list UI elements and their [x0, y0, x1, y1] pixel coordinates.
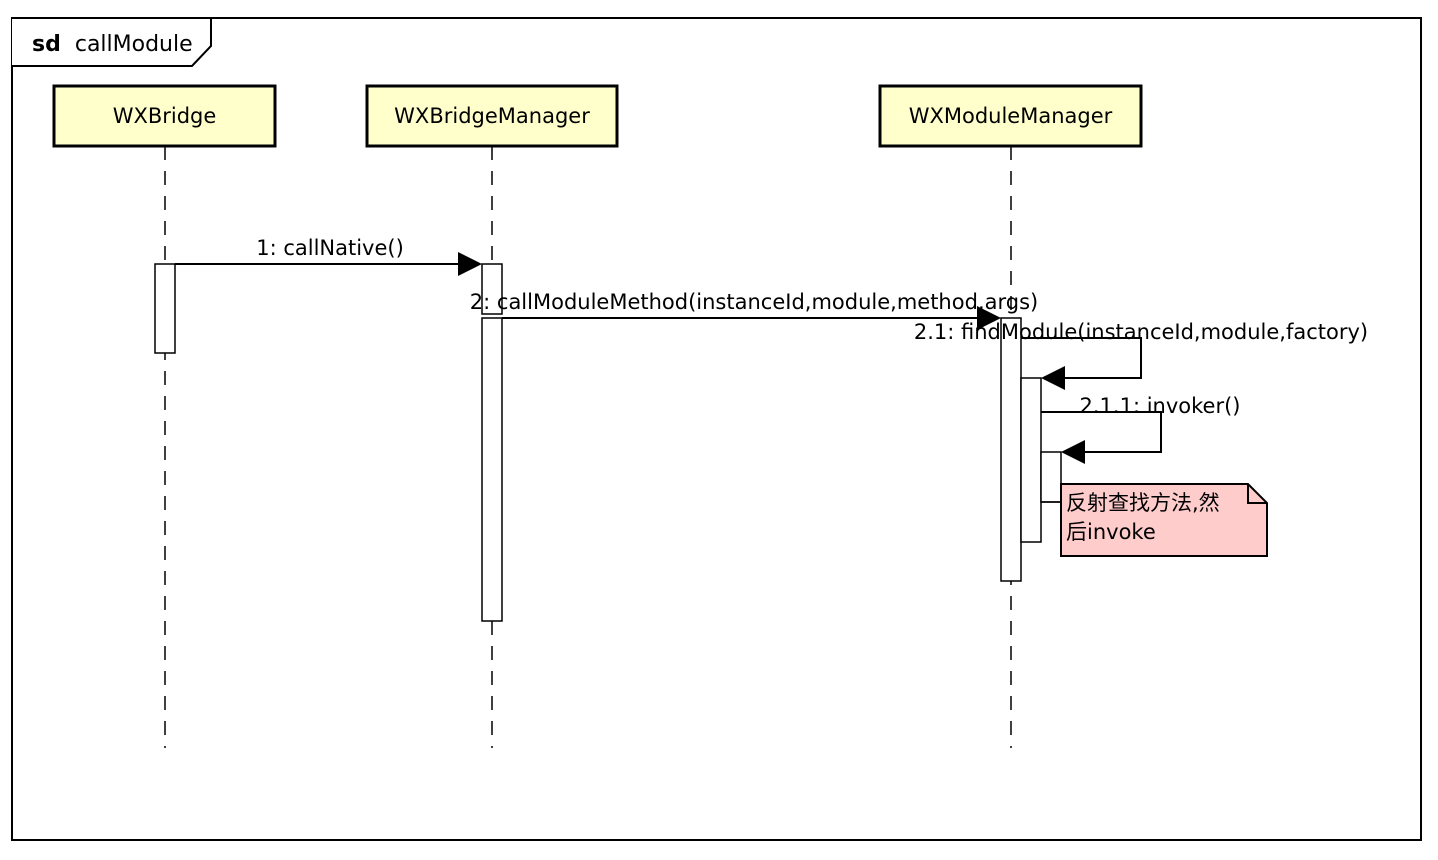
message-line-findmodule [1021, 337, 1142, 379]
lifeline-wxbridgemanager: WXBridgeManager [365, 84, 619, 748]
lifeline-head-wxmodulemanager[interactable] [878, 84, 1143, 148]
activation-wxmodulemanager-findmodule [1020, 377, 1042, 543]
note-box[interactable] [1060, 483, 1268, 557]
frame-name: callModule [75, 32, 193, 57]
note-line-1: 反射查找方法,然 [1066, 491, 1220, 515]
activation-wxmodulemanager-invoker [1040, 451, 1062, 503]
message-label-callnative: 1: callNative() [256, 236, 404, 260]
message-callnative: 1: callNative() [175, 236, 482, 276]
lifeline-wxmodulemanager: WXModuleManager [878, 84, 1143, 748]
note-line-2: 后invoke [1066, 520, 1156, 544]
message-callmodulemethod: 2: callModuleMethod(instanceId,module,me… [470, 290, 1038, 330]
lifeline-label-wxbridge: WXBridge [113, 104, 217, 128]
lifeline-label-wxmodulemanager: WXModuleManager [909, 104, 1113, 128]
message-label-callmodulemethod: 2: callModuleMethod(instanceId,module,me… [470, 290, 1038, 314]
frame-keyword: sd [32, 32, 61, 57]
diagram-frame [11, 17, 1422, 841]
note: 反射查找方法,然 后invoke [1041, 483, 1268, 557]
activation-wxmodulemanager [1000, 317, 1022, 582]
arrowhead-findmodule [1041, 366, 1065, 390]
note-text: 反射查找方法,然 后invoke [1066, 491, 1226, 544]
message-line-invoker [1041, 411, 1162, 453]
activation-wxbridgemanager-b [481, 317, 503, 622]
lifeline-head-wxbridgemanager[interactable] [365, 84, 619, 148]
message-label-invoker: 2.1.1: invoker() [1080, 394, 1241, 418]
message-label-findmodule: 2.1: findModule(instanceId,module,factor… [914, 320, 1368, 344]
note-fold [1247, 484, 1267, 504]
message-invoker: 2.1.1: invoker() [1041, 394, 1240, 464]
arrowhead-callnative [458, 252, 482, 276]
frame-title: sd callModule [32, 32, 193, 57]
lifeline-wxbridge: WXBridge [52, 84, 277, 748]
arrowhead-invoker [1061, 440, 1085, 464]
activation-wxbridge [154, 263, 176, 354]
arrowhead-callmodulemethod [977, 306, 1001, 330]
frame-title-tab [12, 17, 212, 67]
activation-wxbridgemanager-a [481, 263, 503, 315]
message-findmodule: 2.1: findModule(instanceId,module,factor… [914, 320, 1368, 390]
lifeline-label-wxbridgemanager: WXBridgeManager [394, 104, 590, 128]
